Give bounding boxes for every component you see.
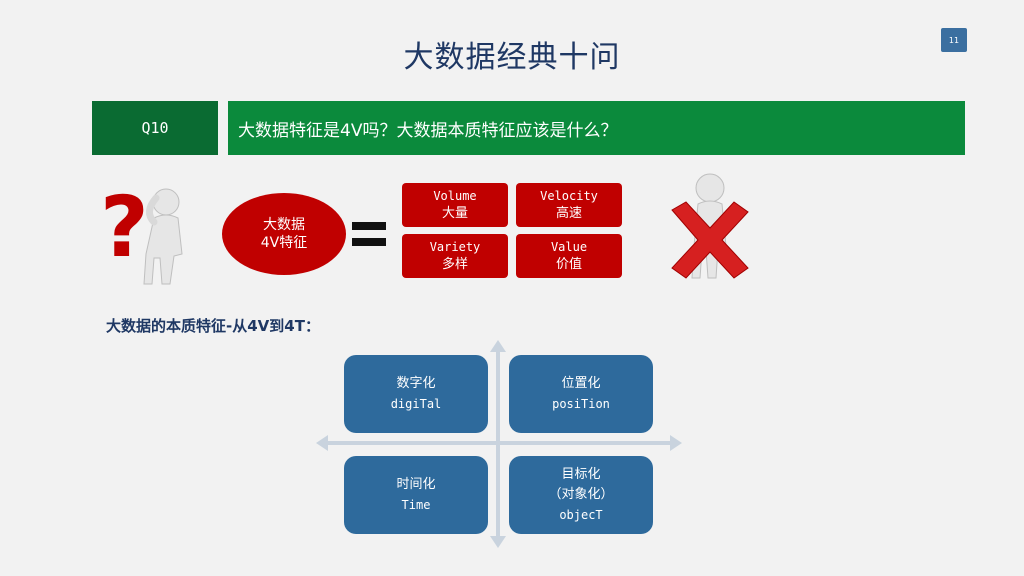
- quadrant-zh-label: 时间化: [396, 477, 436, 492]
- big-data-4v-oval: 大数据 4V特征: [222, 193, 346, 275]
- quadrant-zh-label: 位置化: [561, 376, 601, 391]
- question-tag: Q10: [92, 101, 218, 155]
- quadrant-object: 目标化 （对象化） objecT: [509, 456, 653, 534]
- oval-line-2: 4V特征: [260, 235, 308, 251]
- quadrant-en-label: digiTal: [390, 397, 442, 411]
- quadrant-axes: [316, 340, 682, 548]
- quadrant-digital: 数字化 digiTal: [344, 355, 488, 433]
- essence-heading: 大数据的本质特征-从4V到4T：: [106, 317, 320, 335]
- arrow-right-icon: [670, 435, 682, 451]
- oval-line-1: 大数据: [263, 217, 305, 233]
- arrow-left-icon: [316, 435, 328, 451]
- feature-zh-label: 多样: [441, 257, 468, 272]
- feature-en-label: Volume: [433, 189, 477, 203]
- quadrant-zh-sub-label: （对象化）: [548, 487, 614, 502]
- equals-icon: [352, 222, 386, 230]
- svg-text:?: ?: [100, 178, 149, 276]
- quadrant-position: 位置化 posiTion: [509, 355, 653, 433]
- quadrant-en-label: posiTion: [552, 397, 610, 411]
- quadrant-en-label: Time: [401, 498, 431, 512]
- quadrant-time: 时间化 Time: [344, 456, 488, 534]
- feature-zh-label: 价值: [555, 257, 582, 272]
- quadrant-zh-label: 目标化: [561, 467, 601, 482]
- feature-variety: Variety 多样: [402, 234, 508, 278]
- feature-zh-label: 大量: [441, 206, 468, 221]
- question-text: 大数据特征是4V吗？大数据本质特征应该是什么？: [228, 101, 965, 155]
- equals-icon-lower-bar: [352, 238, 386, 246]
- feature-velocity: Velocity 高速: [516, 183, 622, 227]
- feature-value: Value 价值: [516, 234, 622, 278]
- red-x-figure-icon: [671, 173, 749, 279]
- arrow-up-icon: [490, 340, 506, 352]
- quadrant-zh-label: 数字化: [396, 376, 436, 391]
- slide-title: 大数据经典十问: [403, 40, 621, 75]
- page-number-badge: 11: [941, 28, 967, 52]
- quadrant-en-label: objecT: [559, 508, 603, 522]
- feature-zh-label: 高速: [555, 206, 582, 221]
- feature-volume: Volume 大量: [402, 183, 508, 227]
- question-mark-figure-icon: ?: [100, 178, 183, 285]
- feature-en-label: Variety: [429, 240, 481, 254]
- arrow-down-icon: [490, 536, 506, 548]
- feature-en-label: Velocity: [540, 189, 598, 203]
- feature-en-label: Value: [550, 240, 588, 254]
